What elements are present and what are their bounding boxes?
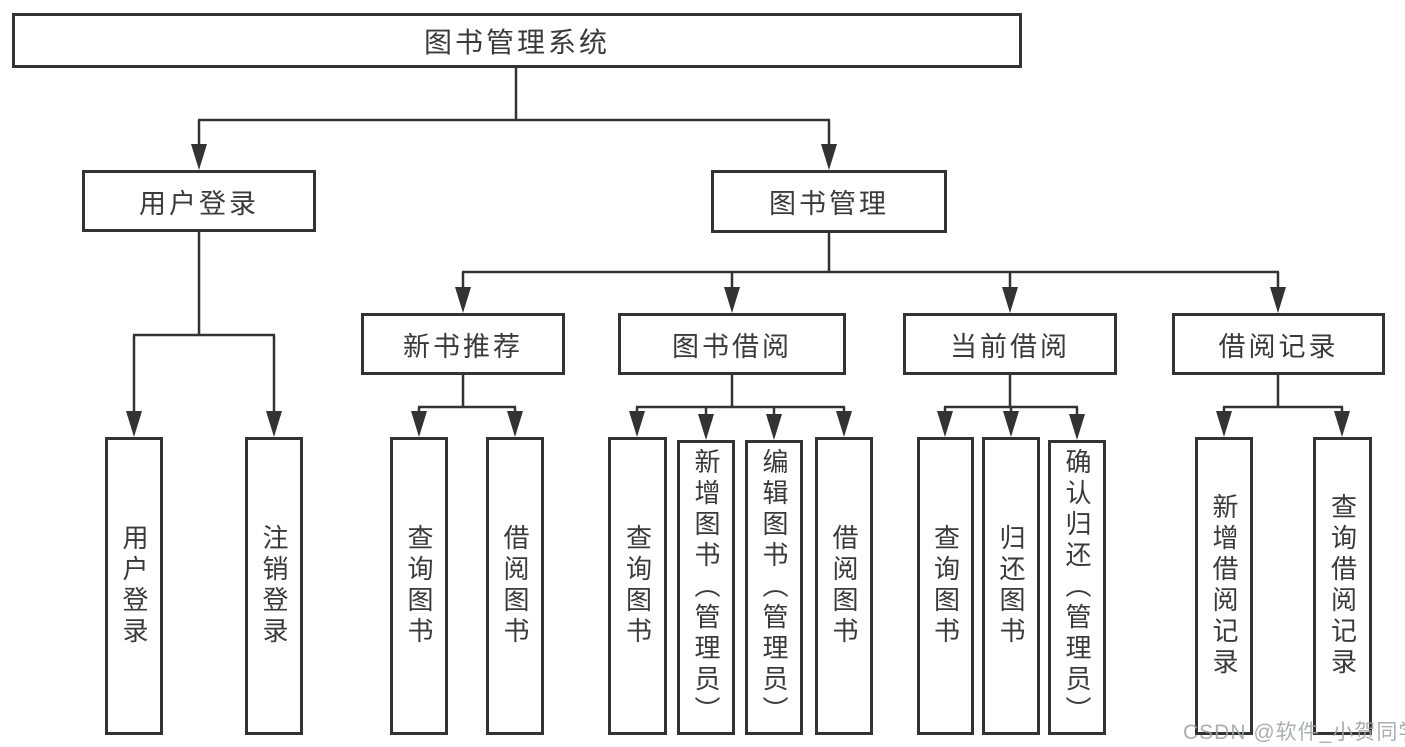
leaf-logout: 注销登录 [245, 437, 303, 735]
node-borrowing-records: 借阅记录 [1172, 313, 1385, 375]
node-label: 图书借阅 [672, 331, 792, 362]
leaf-query-borrow-record: 查询借阅记录 [1313, 437, 1372, 735]
leaf-confirm-return-admin: 确认归还（管理员） [1048, 440, 1106, 735]
leaf-label: 新增图书（管理员） [691, 448, 721, 727]
node-current-borrowing: 当前借阅 [903, 313, 1117, 375]
arrowhead [629, 411, 645, 437]
arrowhead [836, 411, 852, 437]
arrowhead [724, 287, 740, 313]
leaf-query-books-borrowing: 查询图书 [608, 437, 667, 735]
leaf-query-books-current: 查询图书 [917, 437, 974, 735]
leaf-borrow-books-recommend: 借阅图书 [486, 437, 544, 735]
node-label: 图书管理 [769, 189, 889, 219]
arrowhead [698, 414, 714, 440]
connector-user-login-children [126, 232, 282, 437]
arrowhead [1334, 411, 1350, 437]
leaf-label: 查询借阅记录 [1327, 493, 1358, 679]
leaf-user-login: 用户登录 [105, 437, 163, 735]
arrowhead [937, 411, 953, 437]
arrowhead [1270, 287, 1286, 313]
arrowhead [766, 414, 782, 440]
leaf-label: 查询图书 [622, 524, 653, 648]
arrowhead [821, 144, 837, 170]
node-book-management: 图书管理 [711, 170, 947, 233]
leaf-add-borrow-record: 新增借阅记录 [1195, 437, 1253, 735]
arrowhead [191, 144, 207, 170]
leaf-label: 注销登录 [259, 524, 289, 648]
connector-book-borrowing-children [629, 375, 852, 440]
connector-new-book-children [411, 375, 523, 437]
arrowhead [507, 411, 523, 437]
connector-book-management-children [455, 233, 1286, 313]
leaf-label: 查询图书 [404, 524, 434, 648]
leaf-borrow-books: 借阅图书 [815, 437, 873, 735]
leaf-label: 新增借阅记录 [1209, 493, 1239, 679]
arrowhead [1216, 411, 1232, 437]
arrowhead [126, 411, 142, 437]
node-user-login: 用户登录 [82, 170, 316, 232]
watermark-text: CSDN @软件_小贺同学 [1183, 721, 1405, 744]
connector-borrowing-records-children [1216, 375, 1350, 437]
arrowhead [266, 411, 282, 437]
leaf-label: 借阅图书 [500, 524, 530, 648]
node-label: 新书推荐 [403, 331, 523, 362]
node-label: 用户登录 [139, 188, 259, 219]
arrowhead [1002, 287, 1018, 313]
leaf-label: 确认归还（管理员） [1062, 448, 1092, 727]
node-label: 借阅记录 [1218, 331, 1339, 362]
node-new-book-recommend: 新书推荐 [361, 313, 565, 375]
arrowhead [1003, 411, 1019, 437]
leaf-query-books-recommend: 查询图书 [390, 437, 448, 735]
leaf-label: 查询图书 [930, 524, 961, 648]
arrowhead [1069, 414, 1085, 440]
leaf-label: 归还图书 [996, 524, 1026, 648]
node-book-borrowing: 图书借阅 [618, 313, 846, 375]
arrowhead [411, 411, 427, 437]
leaf-return-books: 归还图书 [982, 437, 1040, 735]
leaf-label: 编辑图书（管理员） [759, 448, 789, 727]
node-label: 当前借阅 [950, 331, 1070, 362]
leaf-label: 借阅图书 [829, 524, 859, 648]
leaf-edit-book-admin: 编辑图书（管理员） [745, 440, 803, 735]
connector-root-to-level2 [191, 68, 837, 170]
connector-current-borrowing-children [937, 375, 1085, 440]
node-label: 图书管理系统 [423, 26, 610, 58]
leaf-add-book-admin: 新增图书（管理员） [677, 440, 735, 735]
node-library-management-system: 图书管理系统 [12, 13, 1022, 68]
leaf-label: 用户登录 [119, 524, 149, 648]
arrowhead [455, 287, 471, 313]
